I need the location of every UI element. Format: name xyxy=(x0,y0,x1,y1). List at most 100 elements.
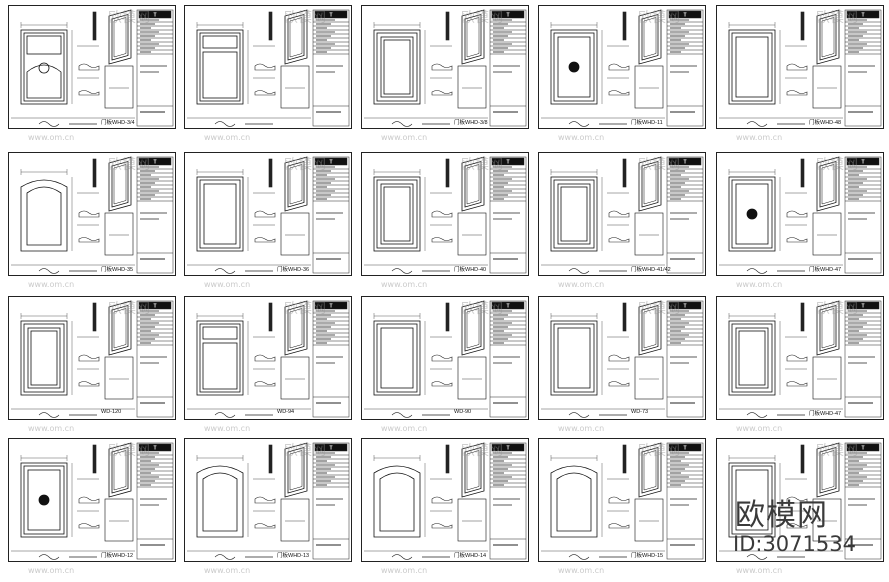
title-block xyxy=(844,156,882,274)
url-watermark: www.om.cn xyxy=(204,566,251,575)
url-watermark: www.om.cn xyxy=(558,133,605,142)
sample-panel xyxy=(457,212,487,256)
sample-panel xyxy=(634,65,664,109)
sheet-drawing: T xyxy=(364,300,527,418)
sheet-drawing: T xyxy=(364,9,527,127)
perspective-view xyxy=(816,442,840,498)
sheet-caption: 门板WHD-12 xyxy=(101,553,134,559)
perspective-view xyxy=(108,442,132,498)
title-block xyxy=(666,442,704,560)
sheet-drawing: T xyxy=(187,9,350,127)
title-block xyxy=(136,156,174,274)
door-elevation xyxy=(728,320,776,396)
section-profiles xyxy=(430,158,453,243)
footer-strip xyxy=(364,264,488,274)
sheet-drawing: T xyxy=(719,156,882,274)
footer-strip xyxy=(11,117,135,127)
footer-strip xyxy=(364,550,488,560)
perspective-view xyxy=(638,300,662,356)
sheet-caption: 门板WHD-36 xyxy=(277,267,310,273)
brand-logo: T xyxy=(861,160,864,166)
dimension-lines xyxy=(550,455,603,537)
perspective-view xyxy=(816,156,840,212)
sample-panel xyxy=(457,356,487,400)
brand-logo: T xyxy=(506,446,509,452)
door-elevation xyxy=(550,465,598,538)
footer-strip xyxy=(719,264,843,274)
section-profiles xyxy=(253,158,276,243)
dimension-lines xyxy=(550,22,603,104)
door-elevation xyxy=(196,176,244,252)
sheet-caption: 门板WHD-15 xyxy=(631,553,664,559)
door-sheet: T 门板WHD-36 xyxy=(184,152,352,276)
door-elevation xyxy=(196,29,244,105)
section-profiles xyxy=(77,444,100,529)
section-profiles xyxy=(253,302,276,387)
url-watermark: www.om.cn xyxy=(736,280,783,289)
sample-panel xyxy=(812,498,842,542)
dimension-lines xyxy=(728,22,781,104)
url-watermark: www.om.cn xyxy=(381,280,428,289)
url-watermark: www.om.cn xyxy=(204,424,251,433)
dimension-lines xyxy=(550,313,603,395)
url-watermark: www.om.cn xyxy=(381,424,428,433)
sheet-caption: 门板WHD-3/8 xyxy=(454,120,488,126)
url-watermark: www.om.cn xyxy=(204,280,251,289)
footer-strip xyxy=(187,550,311,560)
sheet-drawing: T xyxy=(187,156,350,274)
dimension-lines xyxy=(196,169,249,251)
sheet-caption: 门板WHD-14 xyxy=(454,553,487,559)
section-profiles xyxy=(785,302,808,387)
url-watermark: www.om.cn xyxy=(381,133,428,142)
sheet-caption: WD-120 xyxy=(101,409,122,415)
brand-logo: T xyxy=(506,160,509,166)
perspective-view xyxy=(108,156,132,212)
section-profiles xyxy=(785,11,808,96)
door-elevation xyxy=(373,320,421,396)
door-elevation xyxy=(20,29,68,105)
title-block xyxy=(844,442,882,560)
brand-logo: T xyxy=(153,160,156,166)
sheet-caption: 门板WHD-47 xyxy=(809,267,842,273)
footer-strip xyxy=(364,408,488,418)
footer-strip xyxy=(541,117,665,127)
perspective-view xyxy=(638,156,662,212)
sheet-drawing: T xyxy=(11,300,174,418)
door-elevation xyxy=(728,176,776,252)
url-watermark: www.om.cn xyxy=(558,424,605,433)
section-profiles xyxy=(607,302,630,387)
door-elevation xyxy=(728,462,776,538)
brand-logo: T xyxy=(329,304,332,310)
perspective-view xyxy=(638,9,662,65)
brand-logo: T xyxy=(153,13,156,19)
sheet-caption: 门板WHD-13 xyxy=(277,553,310,559)
sample-panel xyxy=(634,212,664,256)
section-profiles xyxy=(785,158,808,243)
sheet-caption: 门板WHD-47 xyxy=(809,411,842,417)
brand-logo: T xyxy=(329,160,332,166)
brand-logo: T xyxy=(861,13,864,19)
sheet-caption: 门板WHD-3/4 xyxy=(101,120,135,126)
url-watermark: www.om.cn xyxy=(204,133,251,142)
door-sheet: T xyxy=(184,5,352,129)
brand-logo: T xyxy=(683,160,686,166)
url-watermark: www.om.cn xyxy=(736,566,783,575)
door-sheet: T 门板WHD-35 xyxy=(8,152,176,276)
title-block xyxy=(312,300,350,418)
door-elevation xyxy=(20,179,68,252)
sheet-caption: 门板WHD-48 xyxy=(809,120,842,126)
door-elevation xyxy=(196,320,244,396)
sample-panel xyxy=(634,356,664,400)
sheet-caption: WD-73 xyxy=(631,409,649,415)
sheet-caption: 门板WHD-35 xyxy=(101,267,134,273)
sample-panel xyxy=(280,212,310,256)
footer-strip xyxy=(541,264,665,274)
title-block xyxy=(844,9,882,127)
door-elevation xyxy=(373,465,421,538)
footer-strip xyxy=(719,550,843,560)
